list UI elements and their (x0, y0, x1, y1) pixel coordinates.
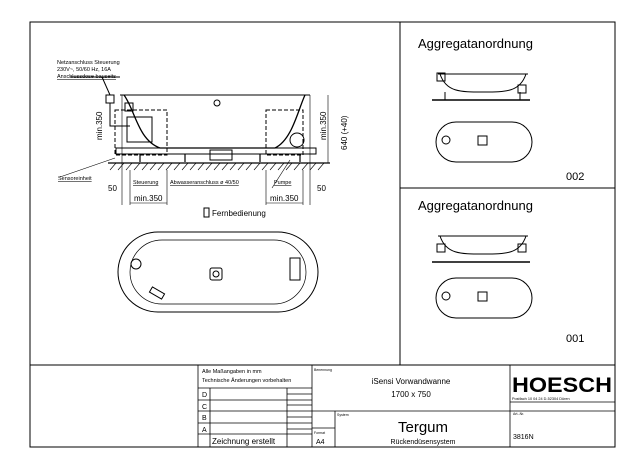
drain-label: Abwasseranschluss ø 40/50 (170, 180, 239, 186)
control-knob-icon (130, 258, 142, 270)
control-label: Steuerung (133, 180, 158, 186)
panel-002-code: 002 (566, 171, 584, 183)
overflow-icon (213, 99, 221, 107)
panel-002 (432, 72, 533, 163)
product-name: iSensi Vorwandwanne (372, 377, 451, 386)
brand-address: Postfach 10 04 24 D-52304 Düren (512, 397, 570, 401)
remote-icon (203, 207, 210, 218)
top-view (117, 231, 319, 313)
drawing-created: Zeichnung erstellt (212, 437, 276, 446)
height-label: 640 (+40) (340, 115, 349, 150)
sensor-unit-label: Sensoreinheit (58, 176, 92, 182)
min-right-label: min.350 (319, 111, 328, 140)
headrest-icon (148, 286, 166, 300)
min-bottom-right: min.350 (270, 194, 299, 203)
drain-icon (209, 267, 223, 281)
article-number: 3816N (513, 434, 534, 441)
format-label: Format (314, 431, 325, 435)
panel-001-code: 001 (566, 333, 584, 345)
note-changes: Technische Änderungen vorbehalten (202, 377, 291, 384)
remote-label: Fernbedienung (212, 209, 266, 218)
min-bottom-left: min.350 (134, 194, 163, 203)
system-subtitle: Rückendüsensystem (391, 439, 456, 446)
pump-label: Pumpe (274, 180, 291, 186)
panel-001-title: Aggregatanordnung (418, 198, 533, 213)
front-view (59, 76, 330, 218)
revision-a: A (202, 427, 207, 434)
brand-logo: HOESCH (512, 374, 612, 397)
drain-trap (209, 149, 233, 161)
panel-002-title: Aggregatanordnung (418, 36, 533, 51)
min-left-label: min.350 (95, 111, 104, 140)
revision-c: C (202, 404, 207, 411)
power-note-3: Anschlussdose bauseits (57, 74, 116, 80)
pump-icon (289, 132, 305, 148)
socket-icon (105, 94, 115, 104)
gap-left-label: 50 (108, 184, 117, 193)
revision-d: D (202, 392, 207, 399)
system-label: System (337, 413, 349, 417)
control-unit (126, 116, 153, 143)
drawing-frame (29, 21, 616, 448)
note-dimensions: Alle Maßangaben in mm (202, 369, 262, 375)
title-block (197, 365, 615, 447)
panel-001 (432, 235, 533, 319)
gap-right-label: 50 (317, 184, 326, 193)
tub-outline (117, 231, 319, 313)
article-label: Art.-Nr. (513, 412, 524, 416)
designation-label: Benennung (314, 368, 332, 372)
power-note-1: Netzanschluss Steuerung (57, 60, 120, 66)
frame-rail (115, 147, 317, 155)
system-name: Tergum (398, 419, 448, 436)
pump-top-icon (289, 257, 301, 281)
power-note-2: 230V~, 50/60 Hz, 16A (57, 67, 111, 73)
format-value: A4 (316, 439, 325, 446)
product-size: 1700 x 750 (391, 390, 431, 399)
revision-b: B (202, 415, 207, 422)
